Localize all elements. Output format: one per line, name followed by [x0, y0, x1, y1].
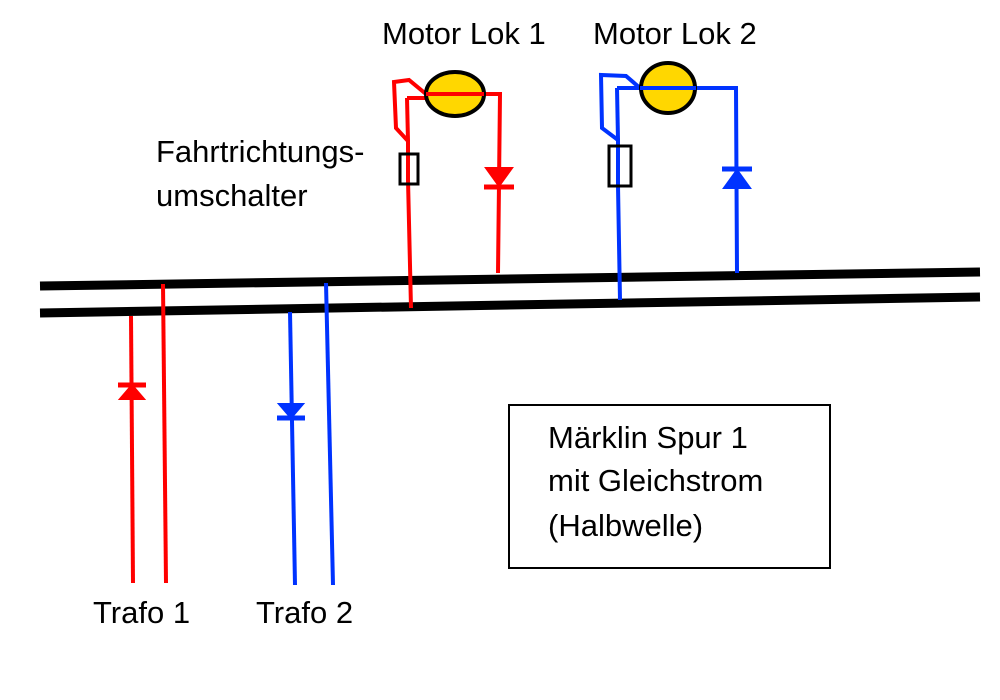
switch-label-line1: Fahrtrichtungs- — [156, 134, 365, 169]
info-box-line2: mit Gleichstrom — [548, 463, 764, 498]
lok2-wire-loop — [615, 87, 620, 141]
trafo1-wire-upper-rail — [161, 283, 168, 584]
trafo2-wiring — [276, 282, 335, 586]
switch-label-line2: umschalter — [156, 178, 308, 213]
lok1-direction-switch-icon — [398, 152, 420, 186]
motor2-label: Motor Lok 2 — [593, 16, 757, 51]
trafo1-wire-lower-rail — [129, 315, 135, 584]
rail-upper — [39, 267, 981, 291]
lok2-diode-icon — [722, 168, 752, 189]
lok2-wiring — [598, 72, 752, 301]
trafo2-diode-icon — [276, 403, 306, 420]
lok2-wire-switch-side — [598, 72, 739, 301]
motor1-label: Motor Lok 1 — [382, 16, 546, 51]
rail-lower — [39, 292, 981, 318]
trafo2-label: Trafo 2 — [256, 595, 354, 630]
info-box: Märklin Spur 1 mit Gleichstrom (Halbwell… — [508, 404, 831, 569]
info-box-line1: Märklin Spur 1 — [548, 420, 748, 455]
lok1-diode-icon — [484, 167, 514, 188]
lok2-direction-switch-icon — [607, 144, 633, 188]
track — [39, 267, 981, 318]
lok1-wire-loop — [405, 97, 410, 142]
trafo2-wire-lower-rail — [288, 311, 297, 586]
trafo1-wiring — [117, 283, 168, 584]
info-box-line3: (Halbwelle) — [548, 508, 704, 543]
trafo1-label: Trafo 1 — [93, 595, 191, 630]
trafo1-diode-icon — [117, 383, 147, 400]
trafo2-wire-upper-rail — [324, 282, 335, 586]
